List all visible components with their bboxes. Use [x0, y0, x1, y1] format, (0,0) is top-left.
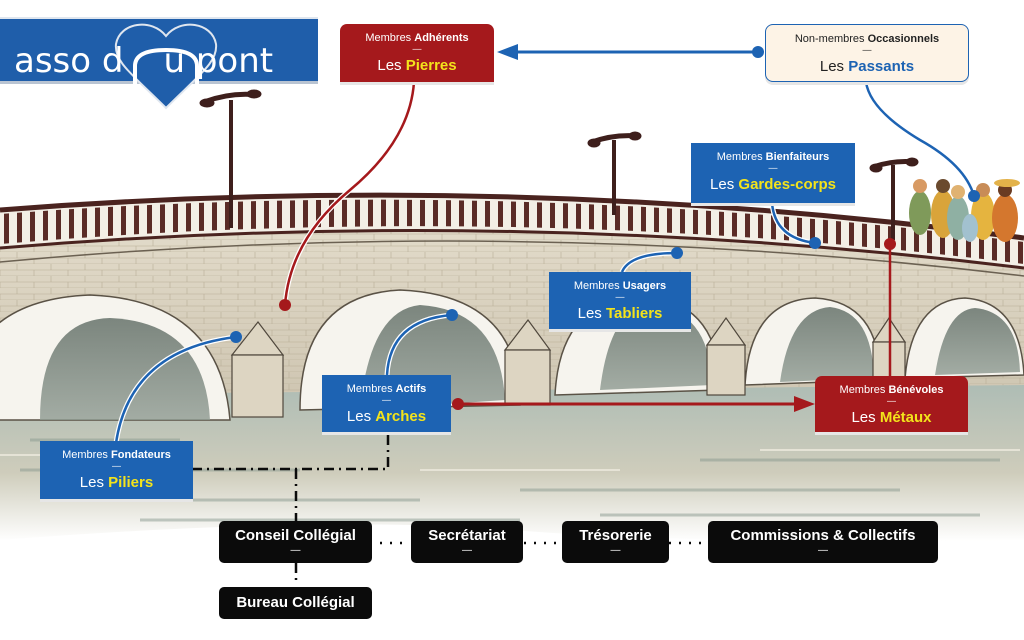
- metaphor-label: Piliers: [108, 474, 154, 491]
- box-membres-adherents[interactable]: Membres Adhérents — Les Pierres: [340, 24, 494, 82]
- box-membres-actifs[interactable]: Membres Actifs — Les Arches: [322, 375, 451, 432]
- metaphor-label: Tabliers: [605, 305, 663, 322]
- metaphor-label: Gardes-corps: [738, 176, 836, 193]
- category-label: Fondateurs: [111, 449, 171, 461]
- box-membres-bienfaiteurs[interactable]: Membres Bienfaiteurs — Les Gardes-corps: [691, 143, 855, 203]
- box-bureau-collegial[interactable]: Bureau Collégial: [219, 587, 372, 619]
- box-membres-fondateurs[interactable]: Membres Fondateurs — Les Piliers: [40, 441, 193, 499]
- box-tresorerie[interactable]: Trésorerie —: [562, 521, 669, 563]
- box-non-membres-occasionnels[interactable]: Non-membres Occasionnels — Les Passants: [765, 24, 969, 82]
- category-label: Bienfaiteurs: [765, 151, 830, 163]
- category-label: Adhérents: [414, 32, 469, 44]
- connectors: [113, 44, 980, 580]
- bridge-railing: [0, 192, 1024, 270]
- box-conseil-collegial[interactable]: Conseil Collégial —: [219, 521, 372, 563]
- box-membres-benevoles[interactable]: Membres Bénévoles — Les Métaux: [815, 376, 968, 432]
- metaphor-label: Pierres: [405, 57, 457, 74]
- category-label: Occasionnels: [867, 33, 940, 45]
- box-membres-usagers[interactable]: Membres Usagers — Les Tabliers: [549, 272, 691, 329]
- metaphor-label: Métaux: [879, 409, 932, 426]
- metaphor-label: Passants: [848, 58, 915, 75]
- box-commissions-collectifs[interactable]: Commissions & Collectifs —: [708, 521, 938, 563]
- category-label: Bénévoles: [888, 384, 944, 396]
- heart-bridge-icon: [114, 23, 218, 110]
- metaphor-label: Arches: [375, 408, 427, 425]
- category-label: Usagers: [622, 280, 667, 292]
- pedestrians: [909, 179, 1020, 242]
- category-label: Actifs: [395, 383, 427, 395]
- box-secretariat[interactable]: Secrétariat —: [411, 521, 523, 563]
- lamp-posts: [199, 89, 919, 240]
